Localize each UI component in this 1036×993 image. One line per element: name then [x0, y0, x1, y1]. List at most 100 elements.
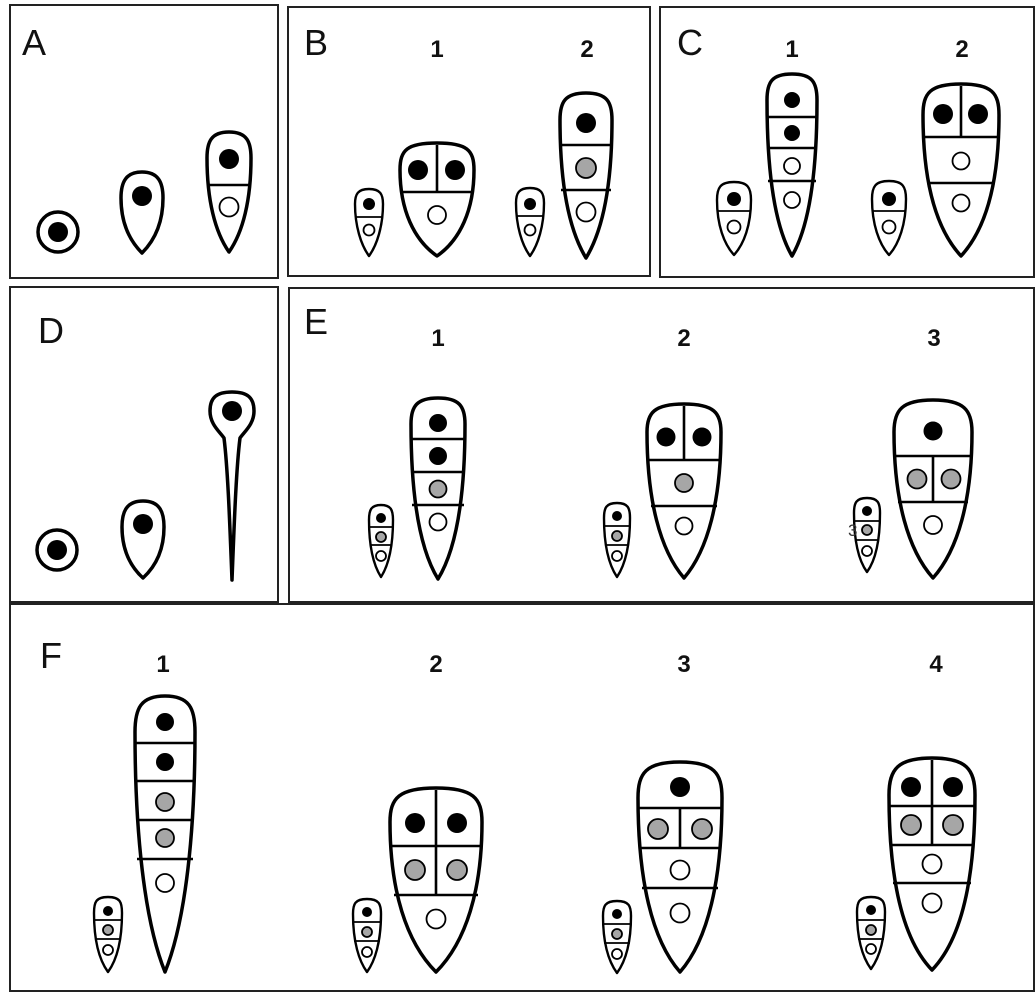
- nucleus-white: [103, 945, 113, 955]
- nucleus-grey: [943, 815, 963, 835]
- nucleus-grey: [576, 158, 596, 178]
- nucleus-black: [901, 777, 921, 797]
- nucleus-grey: [692, 819, 712, 839]
- nucleus-grey: [908, 470, 927, 489]
- stage-label-c2: 2: [955, 36, 968, 63]
- zygote-nucleus: [47, 540, 67, 560]
- stray-label-e3: 3: [848, 521, 857, 540]
- nucleus-white: [924, 516, 942, 534]
- zygote-nucleus: [222, 401, 242, 421]
- nucleus-grey: [156, 829, 174, 847]
- nucleus-black: [429, 414, 447, 432]
- nucleus-white: [784, 192, 800, 208]
- nucleus-black: [524, 198, 536, 210]
- nucleus-white: [728, 221, 741, 234]
- nucleus-black: [882, 192, 896, 206]
- nucleus-black: [968, 104, 988, 124]
- nucleus-white: [953, 153, 970, 170]
- nucleus-black: [429, 447, 447, 465]
- stage-label-e1: 1: [431, 325, 444, 352]
- nucleus-white: [525, 225, 536, 236]
- nucleus-black: [727, 192, 741, 206]
- zygote-nucleus: [132, 186, 152, 206]
- nucleus-white: [430, 514, 447, 531]
- nucleus-black: [612, 511, 622, 521]
- stage-label-e3: 3: [927, 325, 940, 352]
- nucleus-grey: [103, 925, 113, 935]
- nucleus-white: [156, 874, 174, 892]
- nucleus-grey: [376, 532, 386, 542]
- nucleus-black: [933, 104, 953, 124]
- nucleus-black: [156, 753, 174, 771]
- nucleus-grey: [942, 470, 961, 489]
- nucleus-black: [376, 513, 386, 523]
- nucleus-grey: [362, 927, 372, 937]
- nucleus-black: [408, 160, 428, 180]
- nucleus-grey: [612, 531, 622, 541]
- panel-f: F 1 2 3 4: [10, 604, 1034, 991]
- nucleus-white: [612, 949, 622, 959]
- panel-c-letter: C: [677, 22, 703, 63]
- nucleus-grey: [430, 481, 447, 498]
- panel-b-letter: B: [304, 22, 328, 63]
- nucleus-black: [784, 92, 800, 108]
- nucleus-white: [364, 225, 375, 236]
- nucleus-white: [862, 546, 872, 556]
- nucleus-white: [427, 910, 446, 929]
- nucleus-white: [671, 861, 690, 880]
- nucleus-grey: [901, 815, 921, 835]
- panel-c: C 1 2: [660, 7, 1034, 277]
- nucleus-white: [923, 855, 942, 874]
- nucleus-white: [376, 551, 386, 561]
- nucleus-grey: [447, 860, 467, 880]
- nucleus-grey: [675, 474, 693, 492]
- nucleus-grey: [862, 525, 872, 535]
- zygote-nucleus: [133, 514, 153, 534]
- stage-label-f2: 2: [429, 651, 442, 678]
- panel-d-letter: D: [38, 310, 64, 351]
- zygote-cell: [38, 212, 78, 252]
- stage-label-b1: 1: [430, 36, 443, 63]
- nucleus-black: [576, 113, 596, 133]
- nucleus-black: [693, 428, 712, 447]
- nucleus-white: [362, 947, 372, 957]
- apical-nucleus: [219, 149, 239, 169]
- panel-b: B 1 2: [288, 7, 650, 276]
- basal-nucleus: [220, 198, 239, 217]
- nucleus-black: [943, 777, 963, 797]
- nucleus-white: [784, 158, 800, 174]
- nucleus-grey: [156, 793, 174, 811]
- nucleus-black: [362, 907, 372, 917]
- panel-e: E 1 2 3: [289, 288, 1034, 602]
- nucleus-grey: [866, 925, 876, 935]
- nucleus-black: [445, 160, 465, 180]
- nucleus-grey: [405, 860, 425, 880]
- stage-label-b2: 2: [580, 36, 593, 63]
- panel-f-letter: F: [40, 635, 62, 676]
- stage-label-c1: 1: [785, 36, 798, 63]
- nucleus-grey: [612, 929, 622, 939]
- nucleus-white: [923, 894, 942, 913]
- nucleus-black: [784, 125, 800, 141]
- panel-e-letter: E: [304, 301, 328, 342]
- nucleus-white: [953, 195, 970, 212]
- nucleus-black: [447, 813, 467, 833]
- nucleus-white: [577, 203, 596, 222]
- nucleus-black: [612, 909, 622, 919]
- nucleus-white: [676, 518, 693, 535]
- stage-label-f4: 4: [929, 651, 943, 678]
- nucleus-white: [883, 221, 896, 234]
- nucleus-white: [866, 944, 876, 954]
- zygote-cell: [37, 530, 77, 570]
- nucleus-black: [103, 906, 113, 916]
- nucleus-white: [612, 551, 622, 561]
- stage-label-f1: 1: [156, 651, 169, 678]
- panel-a: A: [10, 5, 278, 278]
- nucleus-white: [428, 206, 446, 224]
- nucleus-black: [862, 506, 872, 516]
- nucleus-white: [671, 904, 690, 923]
- panel-d: D: [10, 287, 278, 602]
- nucleus-grey: [648, 819, 668, 839]
- nucleus-black: [405, 813, 425, 833]
